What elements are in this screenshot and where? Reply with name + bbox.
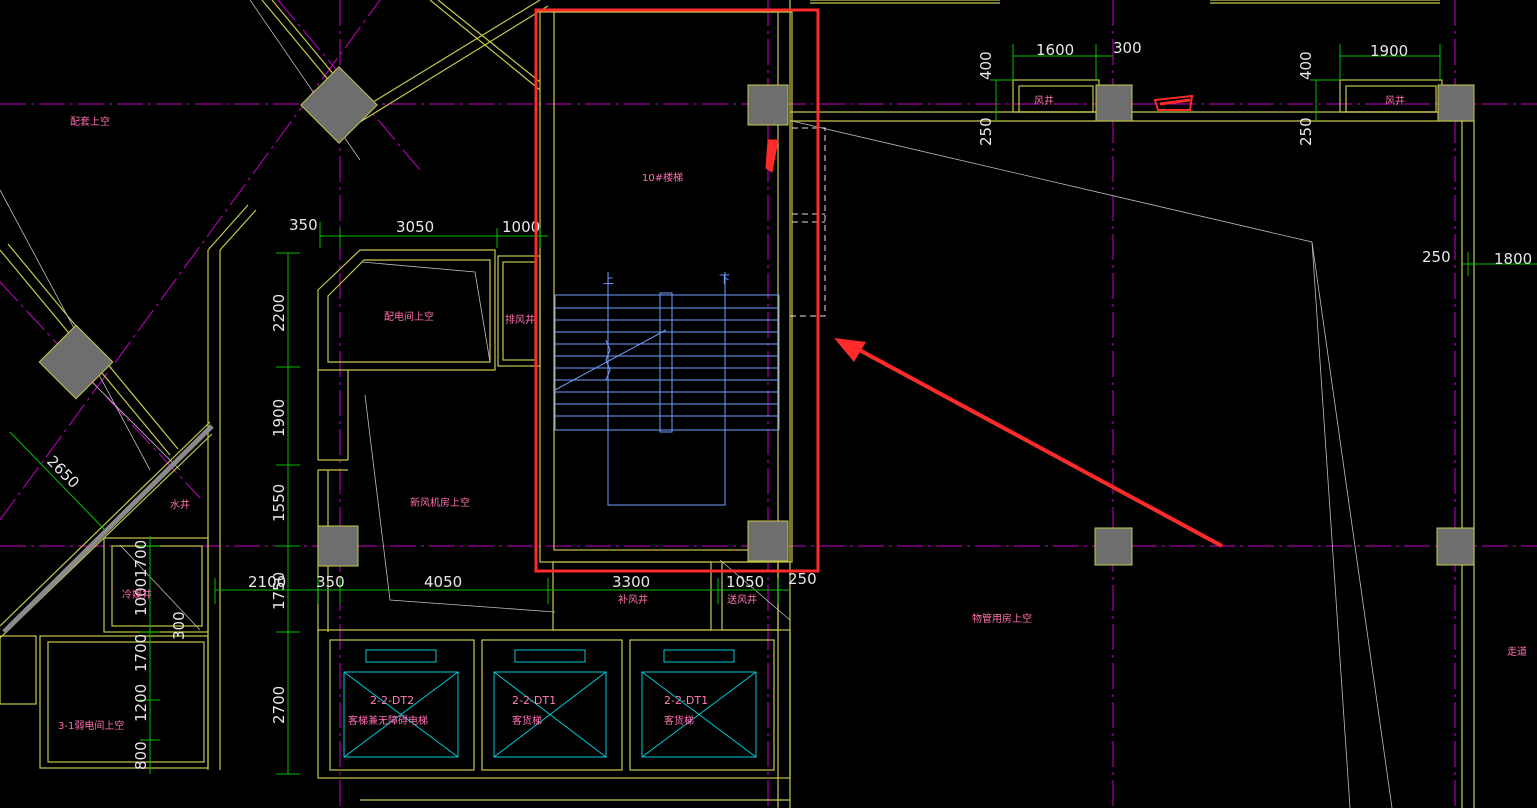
room-shui-jing: 水井 [170, 498, 190, 511]
dimension-lines [9, 44, 1537, 775]
elevator-3-label: 客货梯 [664, 714, 694, 727]
room-feng-jing-1: 风井 [1034, 94, 1054, 107]
dim-2200: 2200 [270, 294, 288, 332]
diagonal-beam [2, 424, 214, 634]
room-xin-feng: 新风机房上空 [410, 496, 470, 509]
dim-350-top: 350 [289, 216, 318, 234]
dim-350-bottom: 350 [316, 573, 345, 591]
elevator-2-label: 客货梯 [512, 714, 542, 727]
room-feng-jing-2: 风井 [1385, 94, 1405, 107]
dim-300-top: 300 [1113, 39, 1142, 57]
dim-1600: 1600 [1036, 41, 1074, 59]
room-bu-feng: 补风井 [618, 593, 648, 606]
dim-2100: 2100 [248, 573, 286, 591]
dim-400-left: 400 [977, 51, 995, 80]
dim-1700-b: 1700 [132, 634, 150, 672]
elevator-1-label: 客梯兼无障碍电梯 [348, 714, 428, 727]
room-song-feng: 送风井 [727, 593, 757, 606]
elevator-1-code: 2-2-DT2 [370, 694, 414, 707]
dim-250-left: 250 [977, 117, 995, 146]
room-leng-mei: 冷媒井 [122, 588, 152, 601]
dim-1700-a: 1700 [132, 540, 150, 578]
red-markers [765, 94, 1194, 173]
dim-1900-v: 1900 [270, 399, 288, 437]
stair-down-mark: 下 [719, 273, 730, 286]
dim-1050: 1050 [726, 573, 764, 591]
dim-250-right: 250 [1297, 117, 1315, 146]
room-pai-feng: 排风井 [505, 313, 535, 326]
elevator-3-code: 2-2-DT1 [664, 694, 708, 707]
stair-up-mark: 上 [603, 273, 614, 286]
elevator-2-code: 2-2-DT1 [512, 694, 556, 707]
dim-4050: 4050 [424, 573, 462, 591]
columns [38, 66, 1475, 567]
stair-flights [554, 272, 780, 506]
room-pei-dian: 配电间上空 [384, 310, 434, 323]
highlight-box [534, 8, 820, 573]
room-zou-dao: 走道 [1507, 645, 1527, 658]
room-wu-guan: 物管用房上空 [972, 612, 1032, 625]
room-pei-cang: 配套上空 [70, 115, 110, 128]
dim-1000-left: 1000 [132, 578, 150, 616]
dim-3050: 3050 [396, 218, 434, 236]
room-labels: 配套上空 配电间上空 排风井 新风机房上空 水井 冷媒井 3-1弱电间上空 补风… [58, 94, 1527, 732]
dim-300-left: 300 [170, 611, 188, 640]
arrow-icon [834, 338, 1223, 548]
dim-1200: 1200 [132, 684, 150, 722]
dim-1900-top: 1900 [1370, 42, 1408, 60]
dim-250-side: 250 [1422, 248, 1451, 266]
dim-250-bottom: 250 [788, 570, 817, 588]
dim-3300: 3300 [612, 573, 650, 591]
dim-1550: 1550 [270, 484, 288, 522]
dim-800: 800 [132, 741, 150, 770]
dim-1750: 1750 [270, 572, 288, 610]
room-stair-name: 10#楼梯 [642, 171, 683, 184]
room-ruo-dian: 3-1弱电间上空 [58, 719, 124, 732]
dimension-labels: 350 3050 1000 1600 300 1900 400 250 400 … [43, 39, 1532, 770]
dim-2700: 2700 [270, 686, 288, 724]
elevator-cars [343, 649, 757, 758]
door-lines [790, 127, 826, 317]
dim-1000-top: 1000 [502, 218, 540, 236]
dim-400-right: 400 [1297, 51, 1315, 80]
dim-1800: 1800 [1494, 250, 1532, 268]
